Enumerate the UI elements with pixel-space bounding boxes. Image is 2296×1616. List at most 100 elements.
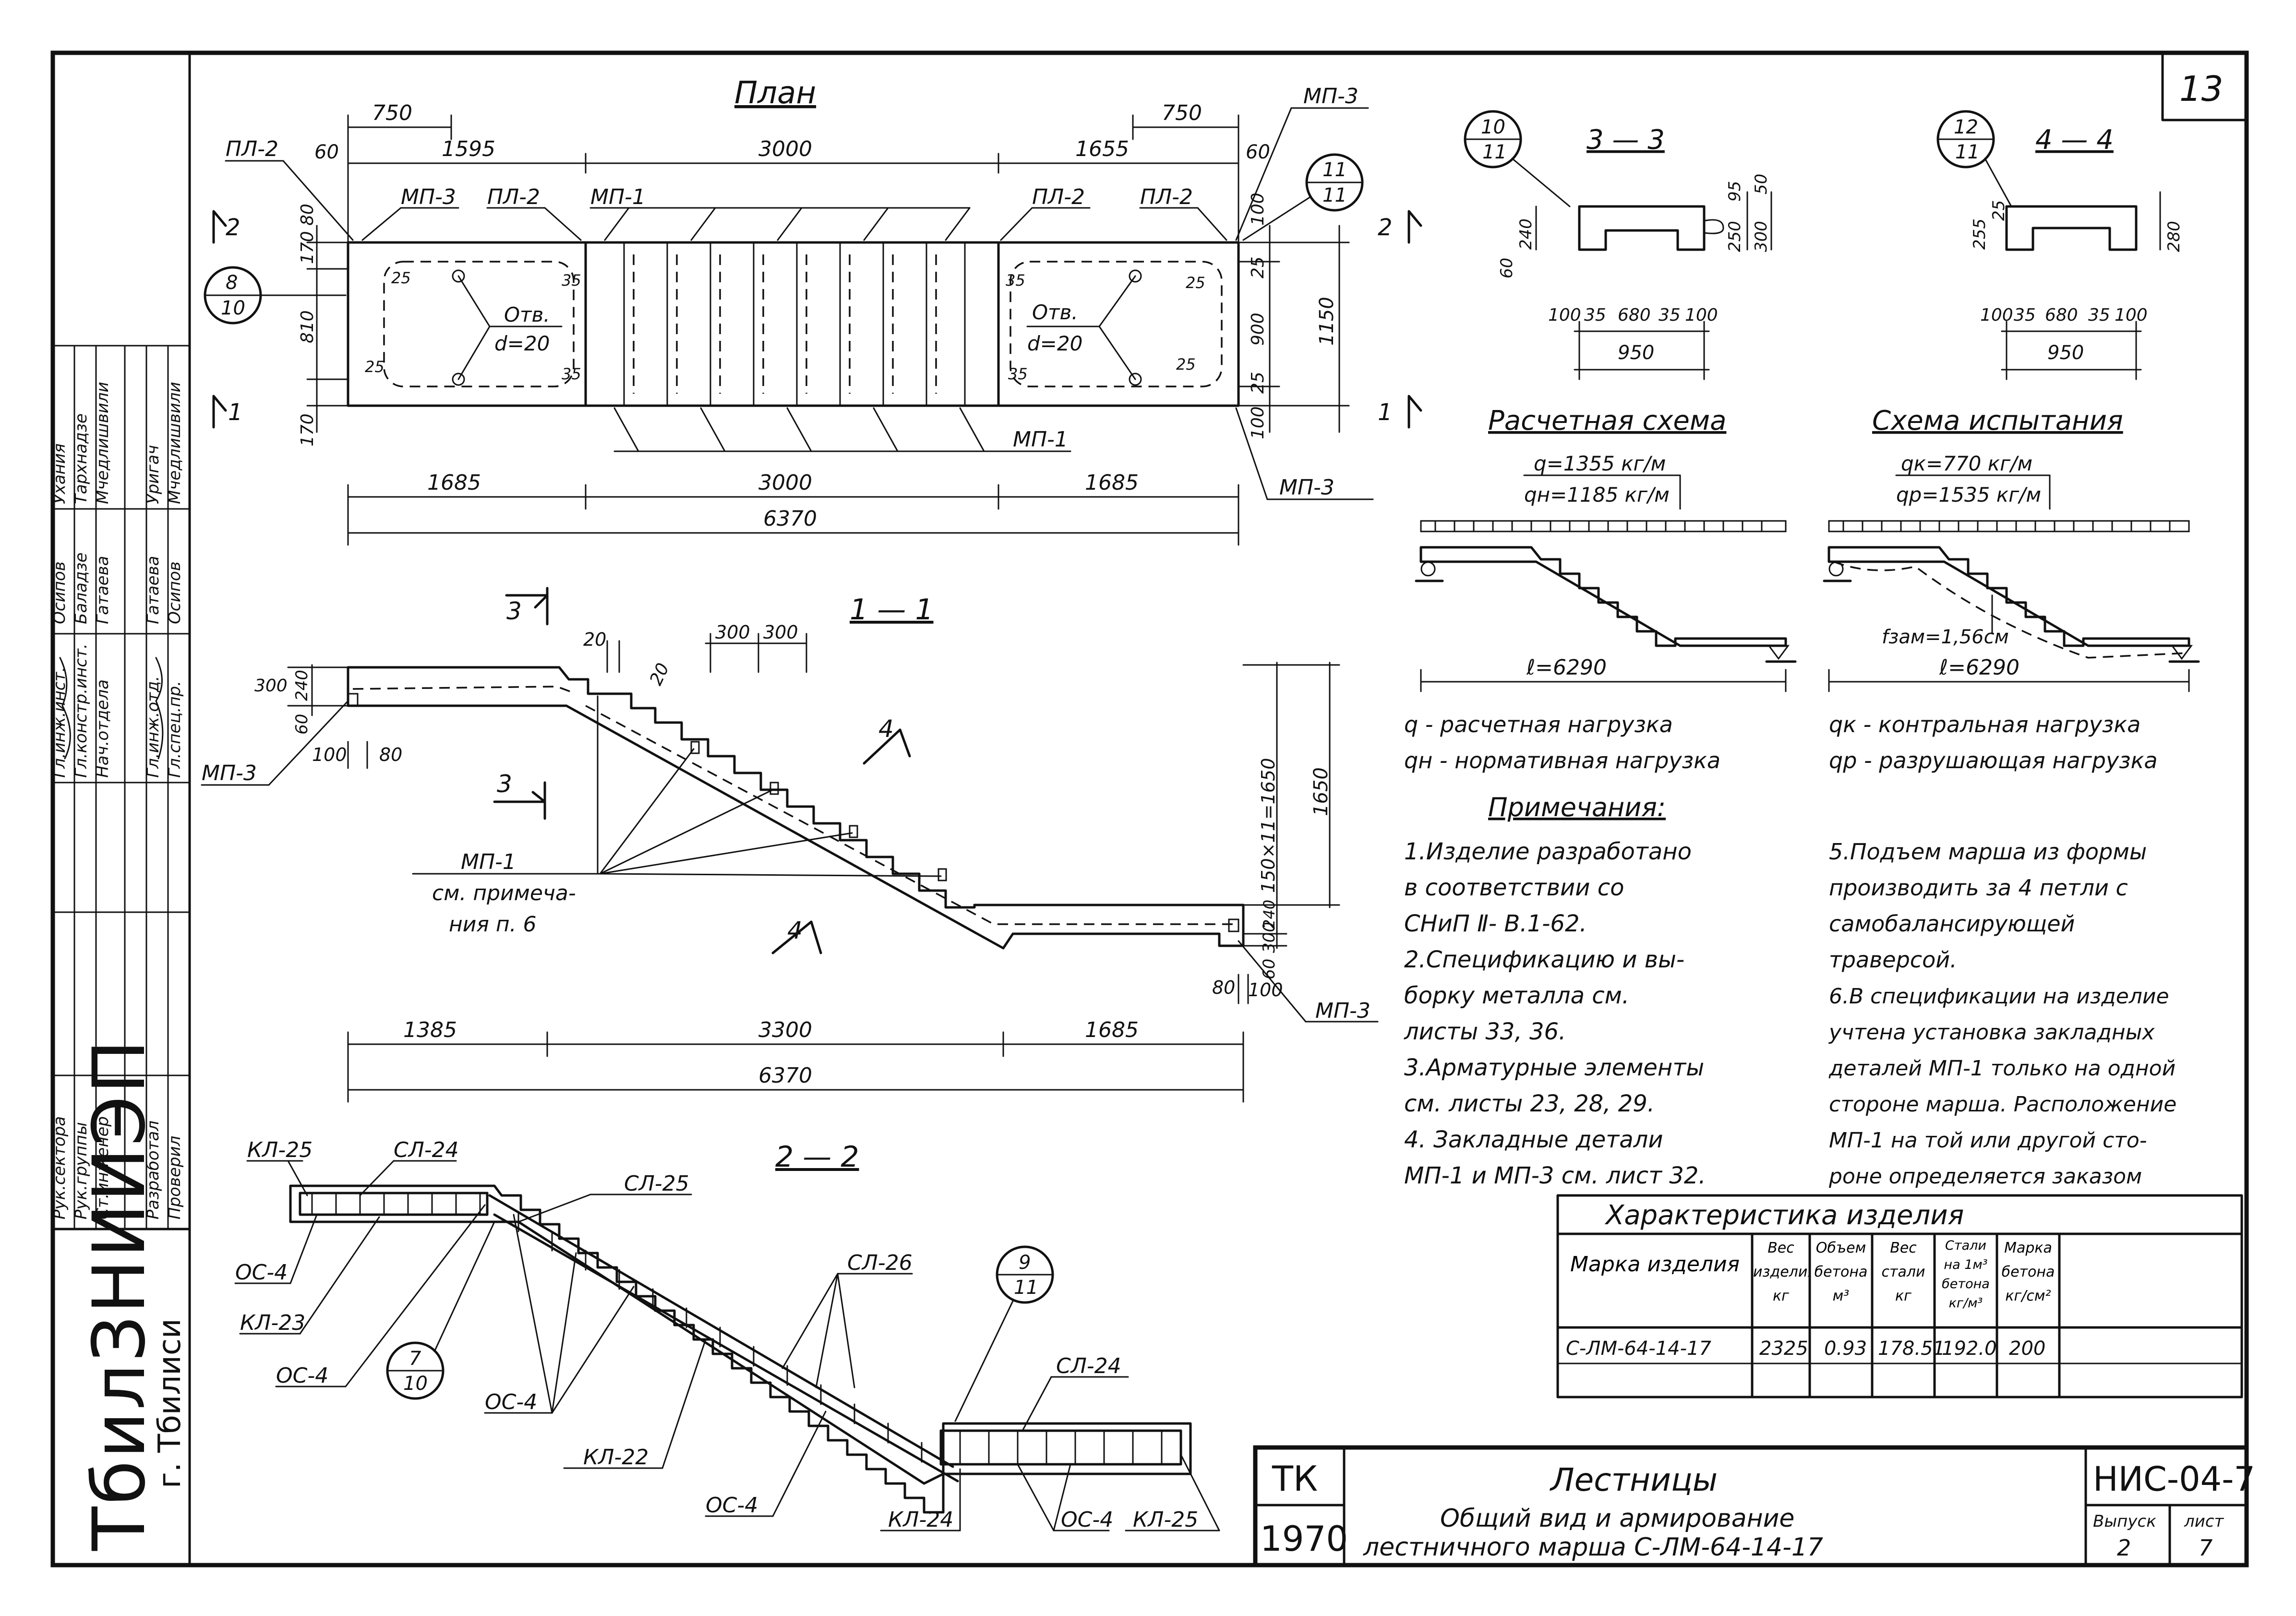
svg-text:8: 8: [226, 272, 238, 294]
svg-text:9: 9: [1019, 1252, 1031, 1274]
calc-title: Расчетная схема: [1488, 405, 1726, 436]
plan-dim-60-left: 60: [314, 141, 339, 163]
svg-text:100: 100: [1248, 193, 1268, 226]
load-legend: q - расчетная нагрузка qн - нормативная …: [1404, 712, 2158, 773]
plan-dim-750-right: 750: [1162, 101, 1202, 125]
svg-text:5.Подъем марша из формы: 5.Подъем марша из формы: [1829, 839, 2147, 865]
plan-label-mp1a: МП-1: [590, 185, 646, 209]
name-3: Мчедлишвили: [93, 382, 112, 504]
svg-text:20: 20: [646, 660, 673, 688]
svg-text:СЛ-24: СЛ-24: [394, 1138, 459, 1162]
svg-text:100: 100: [312, 744, 347, 765]
role-10: Проверил: [165, 1136, 184, 1219]
svg-text:60: 60: [1260, 959, 1279, 979]
svg-text:300: 300: [715, 622, 750, 643]
plan-label-pl2b: ПЛ-2: [487, 185, 540, 209]
plan-dim-6370: 6370: [763, 507, 817, 531]
legend-qk: qк - контральная нагрузка: [1829, 712, 2140, 737]
svg-text:60: 60: [292, 714, 312, 735]
plan-label-mp3c: МП-3: [1279, 475, 1334, 500]
svg-text:СЛ-24: СЛ-24: [1056, 1354, 1121, 1378]
section11-mp3-right: МП-3: [1315, 999, 1370, 1023]
svg-text:11: 11: [1014, 1277, 1038, 1299]
section11-dim-3300: 3300: [758, 1018, 812, 1042]
year: 1970: [1260, 1519, 1348, 1559]
svg-text:2: 2: [1378, 214, 1393, 241]
plan-label-mp1b: МП-1: [1013, 427, 1068, 452]
table-header-steel: Вес стали кг: [1881, 1240, 1925, 1304]
table-cell-mark: С-ЛМ-64-14-17: [1566, 1338, 1712, 1360]
section22-title: 2 — 2: [775, 1140, 859, 1174]
plan-label-mp3a: МП-3: [401, 185, 456, 209]
svg-text:1: 1: [228, 399, 243, 426]
svg-text:производить за 4 петли с: производить за 4 петли с: [1829, 875, 2128, 901]
table-header-steel-per-m3: Стали на 1м³ бетона кг/м³: [1942, 1238, 1990, 1311]
legend-qr: qр - разрушающая нагрузка: [1829, 748, 2158, 773]
plan-dim-60-right: 60: [1246, 141, 1270, 163]
role-6: Рук.сектора: [50, 1116, 69, 1219]
plan-dim-1595: 1595: [442, 137, 495, 161]
section-mark-1-left: 1: [212, 395, 243, 429]
svg-text:170: 170: [298, 413, 317, 446]
svg-text:11: 11: [1482, 141, 1507, 163]
section11-dim-1385: 1385: [403, 1018, 457, 1042]
svg-text:1: 1: [1378, 399, 1393, 426]
svg-text:11: 11: [1322, 159, 1347, 181]
name-10: Осипов: [165, 561, 184, 624]
svg-text:самобалансирующей: самобалансирующей: [1829, 911, 2075, 937]
svg-text:60: 60: [1497, 258, 1516, 278]
name-1: Ухания: [50, 444, 69, 504]
test-q2: qр=1535 кг/м: [1896, 483, 2041, 507]
svg-text:КЛ-24: КЛ-24: [888, 1507, 953, 1532]
test-q1: qк=770 кг/м: [1901, 452, 2032, 475]
svg-text:50: 50: [1752, 174, 1771, 194]
svg-text:950: 950: [2047, 342, 2084, 364]
name-4: Уригач: [144, 445, 163, 504]
svg-text:35: 35: [1008, 365, 1028, 383]
svg-text:35: 35: [562, 365, 581, 383]
svg-text:250: 250: [1725, 221, 1744, 252]
role-1: Гл.инж.инст.: [50, 667, 69, 778]
drawing-code: НИС-04-7: [2093, 1459, 2255, 1499]
svg-text:1.Изделие разработано: 1.Изделие разработано: [1404, 838, 1692, 865]
svg-text:3: 3: [506, 597, 522, 625]
svg-text:учтена установка закладных: учтена установка закладных: [1828, 1020, 2155, 1045]
svg-text:6.В спецификации на изделие: 6.В спецификации на изделие: [1829, 984, 2169, 1009]
svg-text:20: 20: [583, 629, 606, 650]
sheet-number-box: [2161, 51, 2248, 121]
svg-text:7: 7: [409, 1348, 421, 1370]
test-stair-profile: [1827, 546, 2190, 647]
calc-span: ℓ=6290: [1526, 655, 1607, 680]
svg-text:280: 280: [2164, 221, 2184, 252]
svg-text:25: 25: [1248, 372, 1268, 394]
section33-title: 3 — 3: [1587, 124, 1665, 156]
legend-q: q - расчетная нагрузка: [1404, 712, 1673, 737]
svg-text:950: 950: [1618, 342, 1654, 364]
section-1-1: 1 — 1 МП-1 см. примеча- ния п. 6 20 300 …: [201, 587, 1379, 1103]
svg-text:300: 300: [1260, 922, 1279, 953]
svg-text:35: 35: [1006, 271, 1025, 289]
section-mark-4-bottom: 4: [771, 917, 822, 954]
svg-text:ОС-4: ОС-4: [485, 1390, 537, 1414]
role-2: Гл.констр.инст.: [72, 643, 91, 778]
hole-left-diameter: d=20: [494, 332, 550, 355]
organisation-city: г. Тбилиси: [152, 1318, 188, 1488]
section11-dim-6370: 6370: [758, 1063, 812, 1088]
svg-text:10: 10: [1481, 116, 1505, 138]
plan-callout-11-11: 11 11: [1242, 153, 1364, 241]
drawing-subtitle-2: лестничного марша С-ЛМ-64-14-17: [1363, 1533, 1823, 1562]
section22-profile: [289, 1184, 1192, 1514]
table-header-weight: Вес изделия кг: [1753, 1240, 1809, 1304]
signature-scribble-2: [59, 657, 71, 760]
name-7: Баладзе: [72, 553, 91, 624]
role-3: Нач.отдела: [93, 679, 112, 778]
section11-profile: [347, 666, 1245, 950]
section-mark-3-top: 3: [505, 587, 549, 626]
section11-mp1: МП-1: [461, 850, 516, 874]
table-header-concrete-grade: Марка бетона кг/см²: [2001, 1240, 2055, 1304]
svg-text:в соответствии со: в соответствии со: [1404, 874, 1624, 901]
plan-label-mp3b: МП-3: [1303, 84, 1358, 109]
svg-text:25: 25: [391, 269, 411, 287]
svg-text:2: 2: [226, 214, 240, 241]
svg-text:170: 170: [298, 231, 317, 264]
